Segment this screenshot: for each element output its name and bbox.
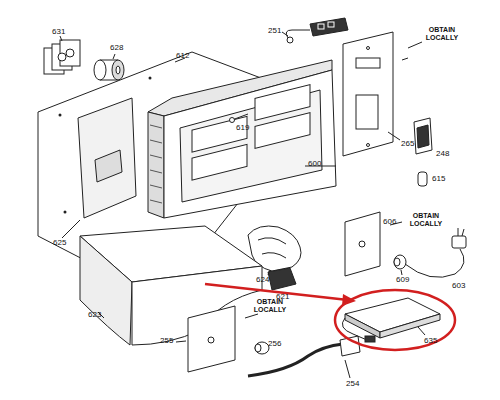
callout-number: 603: [452, 282, 465, 291]
screw: [230, 114, 249, 123]
callout-number: 251: [268, 27, 281, 36]
callout-number: 255: [160, 337, 173, 346]
callout-number: 265: [401, 140, 414, 149]
callout-number: 609: [396, 276, 409, 285]
wall-plate: [345, 212, 380, 276]
callout-number: 612: [176, 52, 189, 61]
callout-number: 606: [383, 218, 396, 227]
cover-plate: [343, 32, 393, 156]
bracket-set: [44, 40, 80, 74]
callout-number: 248: [436, 150, 449, 159]
callout-number: 615: [432, 175, 445, 184]
callout-number: 623: [88, 311, 101, 320]
fuse: [418, 172, 427, 186]
callout-number: 256: [268, 340, 281, 349]
lens: [268, 268, 296, 290]
connector: [255, 342, 269, 354]
note-label: OBTAIN LOCALLY: [404, 212, 448, 227]
control-module: [342, 298, 440, 342]
power-cord: [394, 228, 466, 277]
note-label: OBTAIN LOCALLY: [248, 298, 292, 313]
callout-number: 600: [308, 160, 321, 169]
callout-number: 624: [256, 276, 269, 285]
data-cable: [248, 336, 360, 376]
rocker-switch: [414, 118, 432, 154]
callout-number: 619: [236, 124, 249, 133]
sensor-cable: [286, 18, 348, 43]
wall-plate: [188, 306, 235, 372]
highlight-ring: [335, 290, 455, 350]
note-label: OBTAIN LOCALLY: [420, 26, 464, 41]
callout-number: 635: [424, 337, 437, 346]
callout-number: 631: [52, 28, 65, 37]
callout-number: 254: [346, 380, 359, 389]
callout-number: 625: [53, 239, 66, 248]
tape-roll: [94, 60, 124, 80]
dispenser-housing: [148, 60, 336, 218]
mount-plate: [78, 98, 136, 218]
callout-number: 628: [110, 44, 123, 53]
